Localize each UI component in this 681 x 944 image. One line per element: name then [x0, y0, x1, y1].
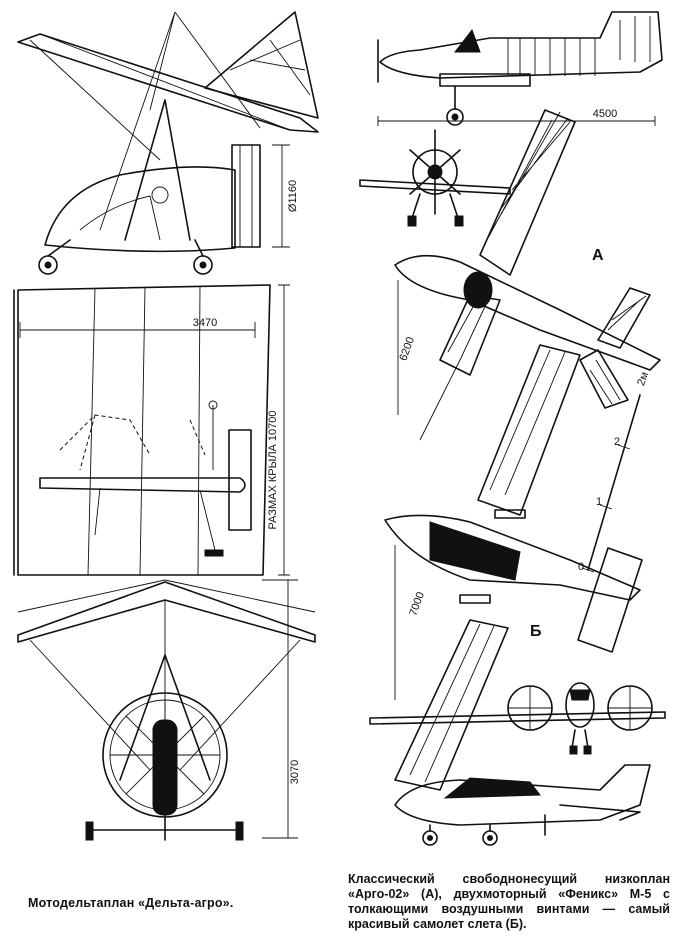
dim-span-argo: 6200 — [397, 335, 417, 362]
phoenix-side-view — [394, 764, 651, 846]
caption-argo-phoenix: Классический свободнонесущий низкоплан «… — [348, 872, 670, 931]
delta-agro-top-view: 3470 РАЗМАХ КРЫЛА 10700 — [13, 284, 290, 576]
scale-tick-2: 2 — [614, 436, 620, 448]
caption-delta-agro: Мотодельтаплан «Дельта-агро». — [28, 896, 234, 910]
argo-side-view: 4500 — [377, 11, 663, 126]
argo-front-view — [359, 129, 511, 227]
scale-tick-0: 0 — [578, 561, 584, 573]
dim-height: 3070 — [289, 760, 301, 784]
drawing-sheet: Ø1160 3470 РАЗМАХ КРЫЛА 10700 — [13, 11, 666, 846]
dim-diameter: Ø1160 — [287, 180, 299, 212]
delta-agro-side-view: Ø1160 — [17, 11, 319, 275]
argo-top-view: А 6200 2м — [394, 109, 661, 441]
dim-wingspan: РАЗМАХ КРЫЛА 10700 — [267, 410, 279, 529]
phoenix-top-view: Б 7000 — [384, 344, 643, 791]
scale-tick-1: 1 — [596, 496, 602, 508]
dim-span-phoenix: 7000 — [407, 590, 427, 617]
dim-scale-unit: 2м — [635, 370, 651, 387]
label-b: Б — [530, 623, 542, 640]
label-a: А — [592, 247, 604, 264]
scale-bar: 0 1 2 — [578, 394, 641, 573]
dim-chord: 3470 — [193, 317, 217, 329]
dim-length-argo: 4500 — [593, 108, 617, 120]
delta-agro-front-view: 3070 — [17, 579, 316, 841]
phoenix-front-view — [369, 682, 666, 755]
